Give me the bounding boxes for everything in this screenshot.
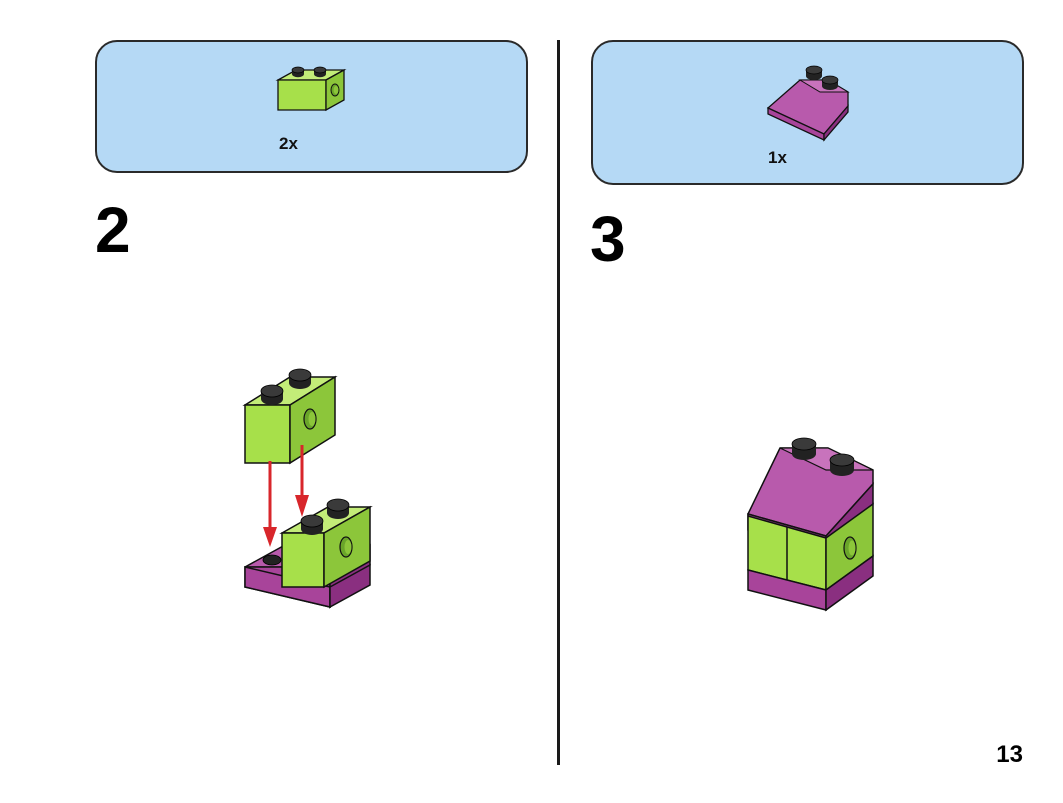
step-number: 3 (590, 203, 626, 275)
lime-technic-brick-1x2-icon (275, 66, 347, 112)
lime-brick-placed (279, 498, 373, 589)
step-3-assembly-illustration (746, 437, 874, 612)
page-number: 13 (996, 741, 1023, 768)
part-quantity: 2x (279, 134, 298, 153)
step-2-assembly-illustration (242, 368, 373, 609)
page-divider (557, 40, 560, 765)
part-quantity: 1x (768, 148, 787, 167)
magenta-slope-brick-2x2-icon (766, 65, 850, 142)
placement-arrows (263, 445, 309, 547)
step-number: 2 (95, 194, 131, 266)
lime-brick-falling (242, 368, 338, 465)
